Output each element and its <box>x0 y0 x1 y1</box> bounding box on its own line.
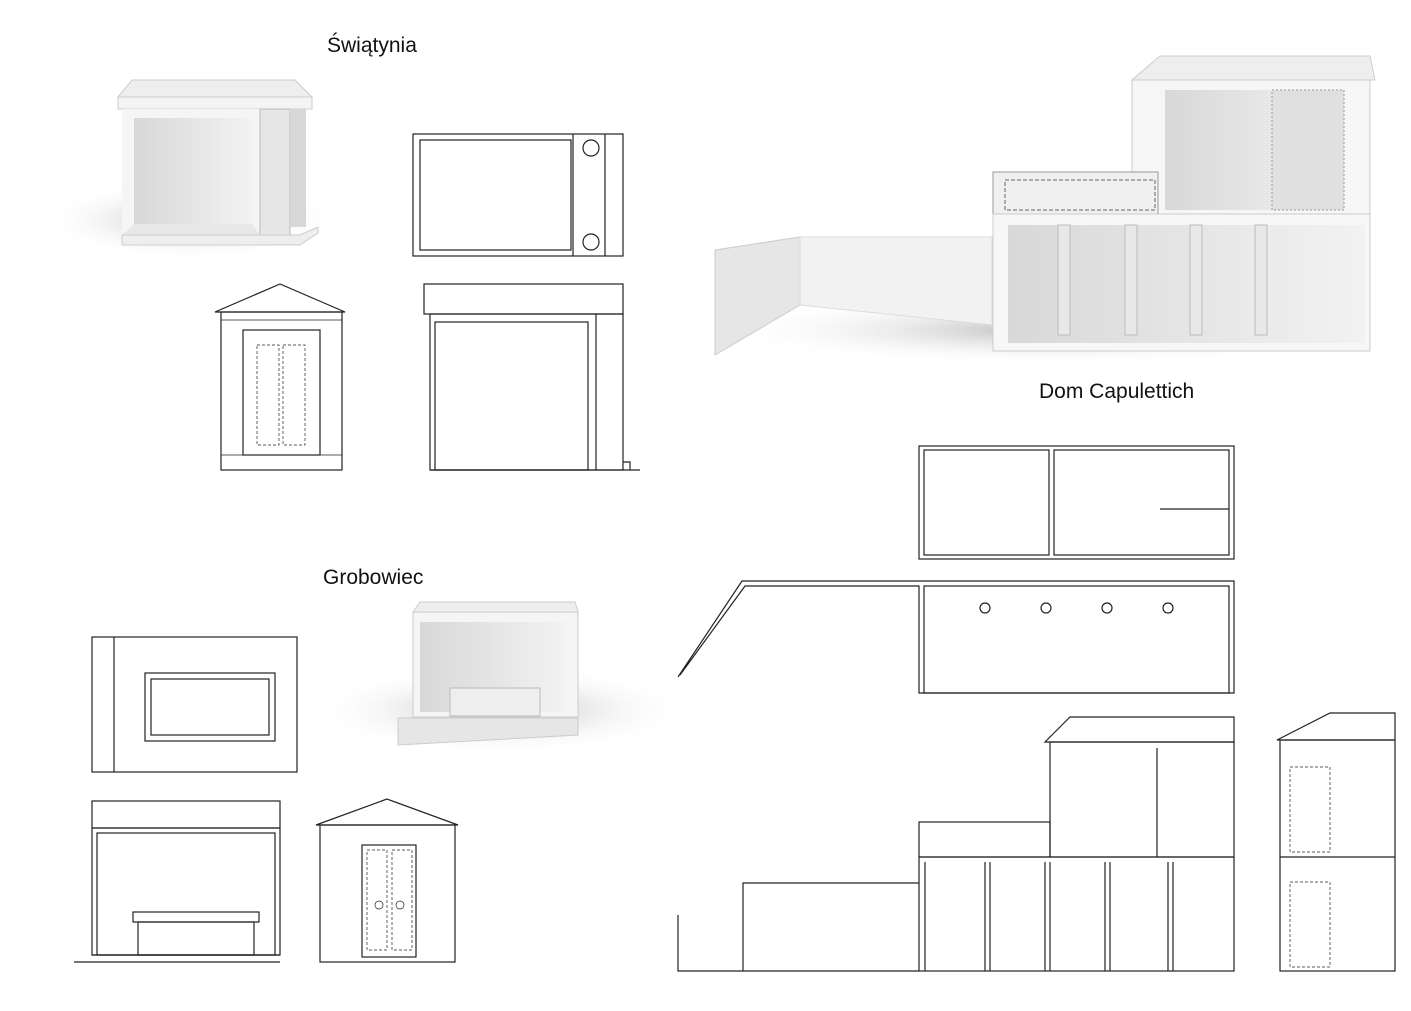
tomb-side-elevation <box>74 800 281 963</box>
tomb-render <box>310 601 690 755</box>
tomb-title: Grobowiec <box>323 566 424 589</box>
house-front-elevation <box>677 716 1235 972</box>
house-side-elevation <box>1276 712 1396 972</box>
tomb-front-elevation <box>315 798 459 963</box>
temple-title: Świątynia <box>327 34 417 57</box>
temple-side-elevation <box>423 283 640 471</box>
tomb-plan <box>91 636 298 773</box>
house-render <box>710 55 1390 365</box>
house-plan-upper <box>918 445 1235 560</box>
house-title: Dom Capulettich <box>1039 380 1195 403</box>
temple-render <box>40 79 340 260</box>
temple-front-elevation <box>214 283 346 471</box>
temple-plan <box>412 133 624 257</box>
house-plan-lower <box>677 580 1235 694</box>
